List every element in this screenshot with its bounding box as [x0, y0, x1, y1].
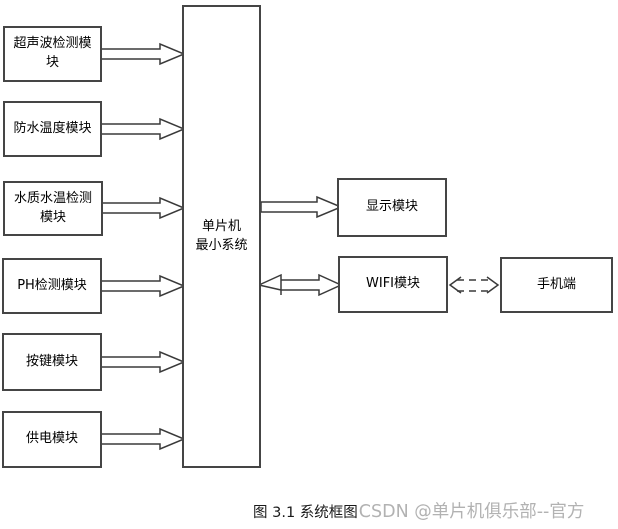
module-box-ultrasonic: 超声波检测模块	[3, 26, 102, 82]
module-box-ph: PH检测模块	[2, 258, 102, 314]
figure-caption: 图 3.1 系统框图	[253, 505, 358, 521]
arrow-wifi-phone-right-head	[486, 276, 500, 294]
arrow-mcu-to-display	[260, 195, 343, 219]
arrow-water-quality-to-mcu	[101, 196, 186, 220]
module-box-power: 供电模块	[2, 411, 102, 468]
module-box-display: 显示模块	[337, 178, 447, 237]
csdn-watermark: CSDN @单片机俱乐部--官方	[358, 502, 585, 522]
arrow-power-to-mcu	[100, 427, 186, 451]
module-box-keys: 按键模块	[2, 333, 102, 391]
arrow-ph-to-mcu	[100, 274, 186, 298]
module-box-waterproof-temp: 防水温度模块	[3, 101, 102, 157]
module-box-mcu: 单片机 最小系统	[182, 5, 261, 468]
module-box-water-quality: 水质水温检测模块	[3, 181, 103, 236]
arrow-ultrasonic-to-mcu	[100, 42, 186, 66]
module-box-phone: 手机端	[500, 257, 613, 313]
arrow-keys-to-mcu	[100, 350, 186, 374]
arrow-waterproof-temp-to-mcu	[100, 117, 186, 141]
figure-caption-row: 图 3.1 系统框图 CSDN @单片机俱乐部--官方	[253, 498, 584, 523]
arrow-mcu-wifi-bidirectional	[256, 273, 343, 297]
module-box-wifi: WIFI模块	[338, 256, 448, 313]
